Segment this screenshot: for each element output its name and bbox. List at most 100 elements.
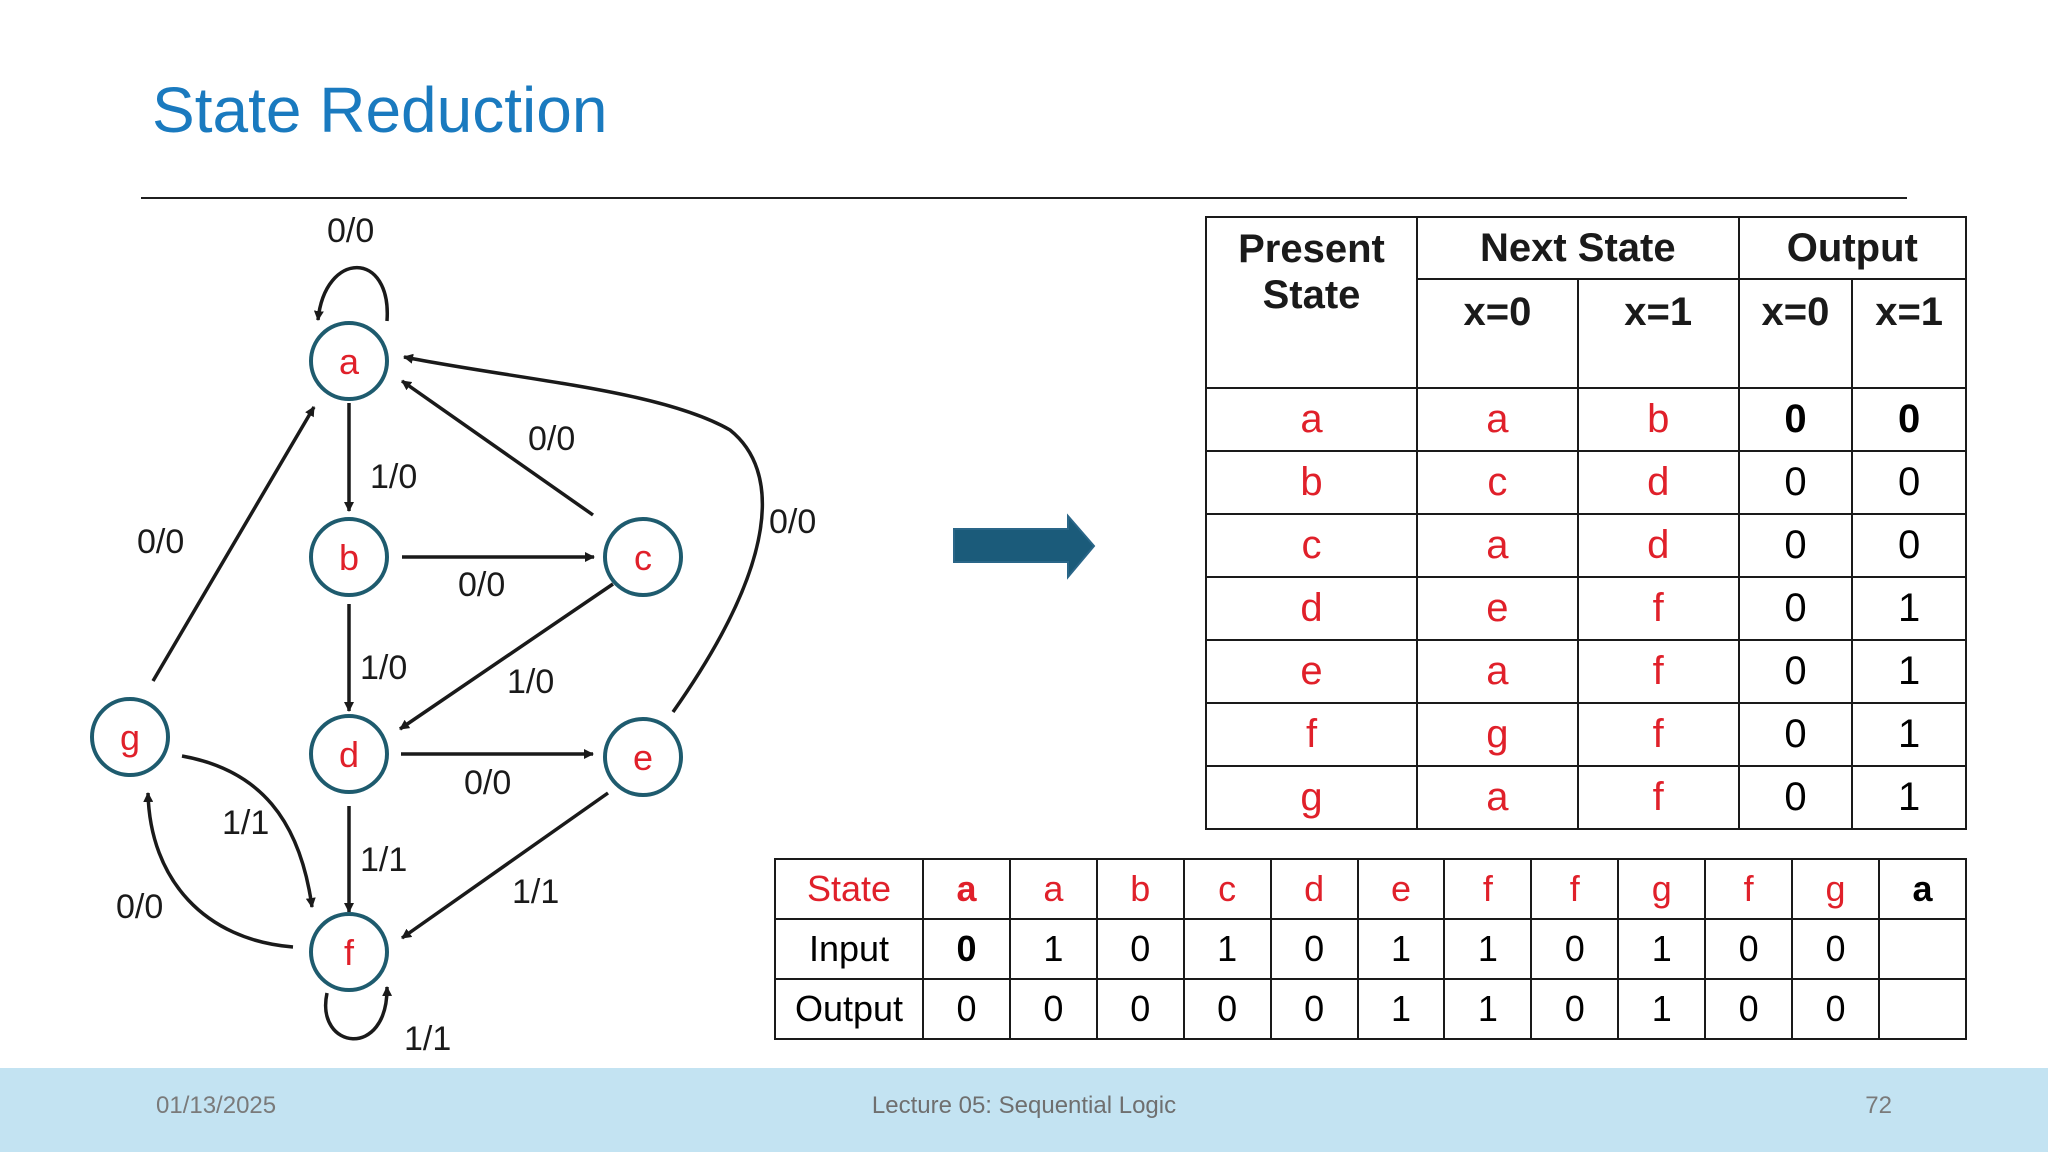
sequence-cell-input: 0 (1530, 918, 1620, 980)
state-table-cell: e (1205, 639, 1418, 704)
edge-e-f-label: 1/1 (512, 873, 559, 911)
header-next-x1: x=1 (1576, 278, 1740, 389)
footer-bar: 01/13/2025 Lecture 05: Sequential Logic … (0, 1068, 2048, 1152)
edge-f-g (143, 792, 294, 949)
edge-g-f (181, 754, 316, 908)
state-table-cell: a (1416, 765, 1579, 830)
sequence-cell-state: f (1530, 858, 1620, 920)
state-table-cell: 0 (1737, 387, 1854, 452)
sequence-cell-output: 1 (1443, 978, 1533, 1040)
state-table-cell: b (1576, 387, 1740, 452)
edge-e-a (403, 353, 765, 714)
sequence-cell-state: e (1356, 858, 1446, 920)
state-table-cell: d (1576, 450, 1740, 515)
state-table-cell: d (1576, 513, 1740, 578)
edge-d-e-label: 0/0 (464, 764, 511, 802)
state-table-cell: a (1205, 387, 1418, 452)
state-table-cell: 1 (1851, 576, 1967, 641)
header-next-state: Next State (1416, 216, 1740, 280)
state-table-cell: 1 (1851, 765, 1967, 830)
sequence-cell-output: 0 (1530, 978, 1620, 1040)
edge-c-d (399, 582, 614, 731)
sequence-cell-output: 1 (1617, 978, 1707, 1040)
state-table-cell: f (1576, 639, 1740, 704)
header-present-state: Present State (1205, 216, 1418, 389)
node-f-label: f (344, 932, 355, 973)
sequence-cell-output: 0 (1791, 978, 1880, 1040)
footer-lecture-title: Lecture 05: Sequential Logic (871, 1092, 1177, 1119)
state-table-cell: 1 (1851, 702, 1967, 767)
sequence-cell-output (1877, 978, 1968, 1040)
edge-g-f-label: 1/1 (222, 804, 269, 842)
sequence-cell-input: 0 (1095, 918, 1185, 980)
edge-c-d-label: 1/0 (507, 663, 554, 701)
sequence-label-state: State (774, 858, 924, 920)
title-divider (141, 197, 1907, 199)
state-table-cell: 1 (1851, 639, 1967, 704)
edge-e-a-label: 0/0 (769, 503, 816, 541)
header-output-x1: x=1 (1851, 278, 1967, 389)
edge-e-f (400, 791, 610, 940)
sequence-cell-input: 0 (1704, 918, 1794, 980)
state-table-cell: 0 (1737, 702, 1854, 767)
footer-page-number: 72 (1865, 1092, 1892, 1119)
edge-c-a (400, 379, 595, 517)
sequence-cell-state: a (1877, 858, 1968, 920)
state-table-cell: 0 (1737, 450, 1854, 515)
footer-date: 01/13/2025 (156, 1092, 277, 1119)
sequence-cell-state: a (922, 858, 1011, 920)
state-table-cell: d (1205, 576, 1418, 641)
sequence-cell-output: 0 (1704, 978, 1794, 1040)
header-output-x0: x=0 (1737, 278, 1854, 389)
node-d-label: d (339, 734, 359, 775)
sequence-cell-state: d (1269, 858, 1359, 920)
state-table-cell: c (1205, 513, 1418, 578)
edge-b-c-label: 0/0 (458, 566, 505, 604)
state-table-cell: e (1416, 576, 1579, 641)
node-g-circle (90, 697, 170, 777)
node-a-circle (309, 321, 389, 401)
edge-a-self (313, 266, 389, 322)
state-table-cell: 0 (1851, 513, 1967, 578)
state-table-cell: f (1576, 702, 1740, 767)
node-c-label: c (634, 537, 652, 578)
sequence-cell-input: 1 (1356, 918, 1446, 980)
node-b-circle (309, 517, 389, 597)
node-a-label: a (339, 341, 360, 382)
node-c-circle (603, 517, 683, 597)
state-table-cell: 0 (1851, 450, 1967, 515)
edge-f-self (323, 986, 393, 1041)
sequence-cell-output: 0 (922, 978, 1011, 1040)
edge-g-a-label: 0/0 (137, 523, 184, 561)
sequence-cell-output: 0 (1269, 978, 1359, 1040)
sequence-cell-input: 1 (1443, 918, 1533, 980)
sequence-cell-state: f (1443, 858, 1533, 920)
sequence-cell-state: a (1008, 858, 1098, 920)
sequence-cell-input: 1 (1008, 918, 1098, 980)
edge-b-d-label: 1/0 (360, 649, 407, 687)
state-table-cell: g (1205, 765, 1418, 830)
state-table-cell: 0 (1737, 639, 1854, 704)
sequence-cell-output: 0 (1095, 978, 1185, 1040)
sequence-cell-state: g (1791, 858, 1880, 920)
state-table-cell: 0 (1737, 513, 1854, 578)
state-table-cell: f (1576, 576, 1740, 641)
arrow-right-icon (953, 513, 1096, 580)
state-table-cell: 0 (1737, 576, 1854, 641)
state-table-cell: a (1416, 513, 1579, 578)
header-output: Output (1737, 216, 1968, 280)
node-f-circle (309, 912, 389, 992)
node-e-circle (603, 717, 683, 797)
sequence-cell-state: c (1182, 858, 1272, 920)
node-d-circle (309, 714, 389, 794)
sequence-cell-state: g (1617, 858, 1707, 920)
edge-f-self-label: 1/1 (404, 1020, 451, 1058)
sequence-cell-output: 0 (1008, 978, 1098, 1040)
